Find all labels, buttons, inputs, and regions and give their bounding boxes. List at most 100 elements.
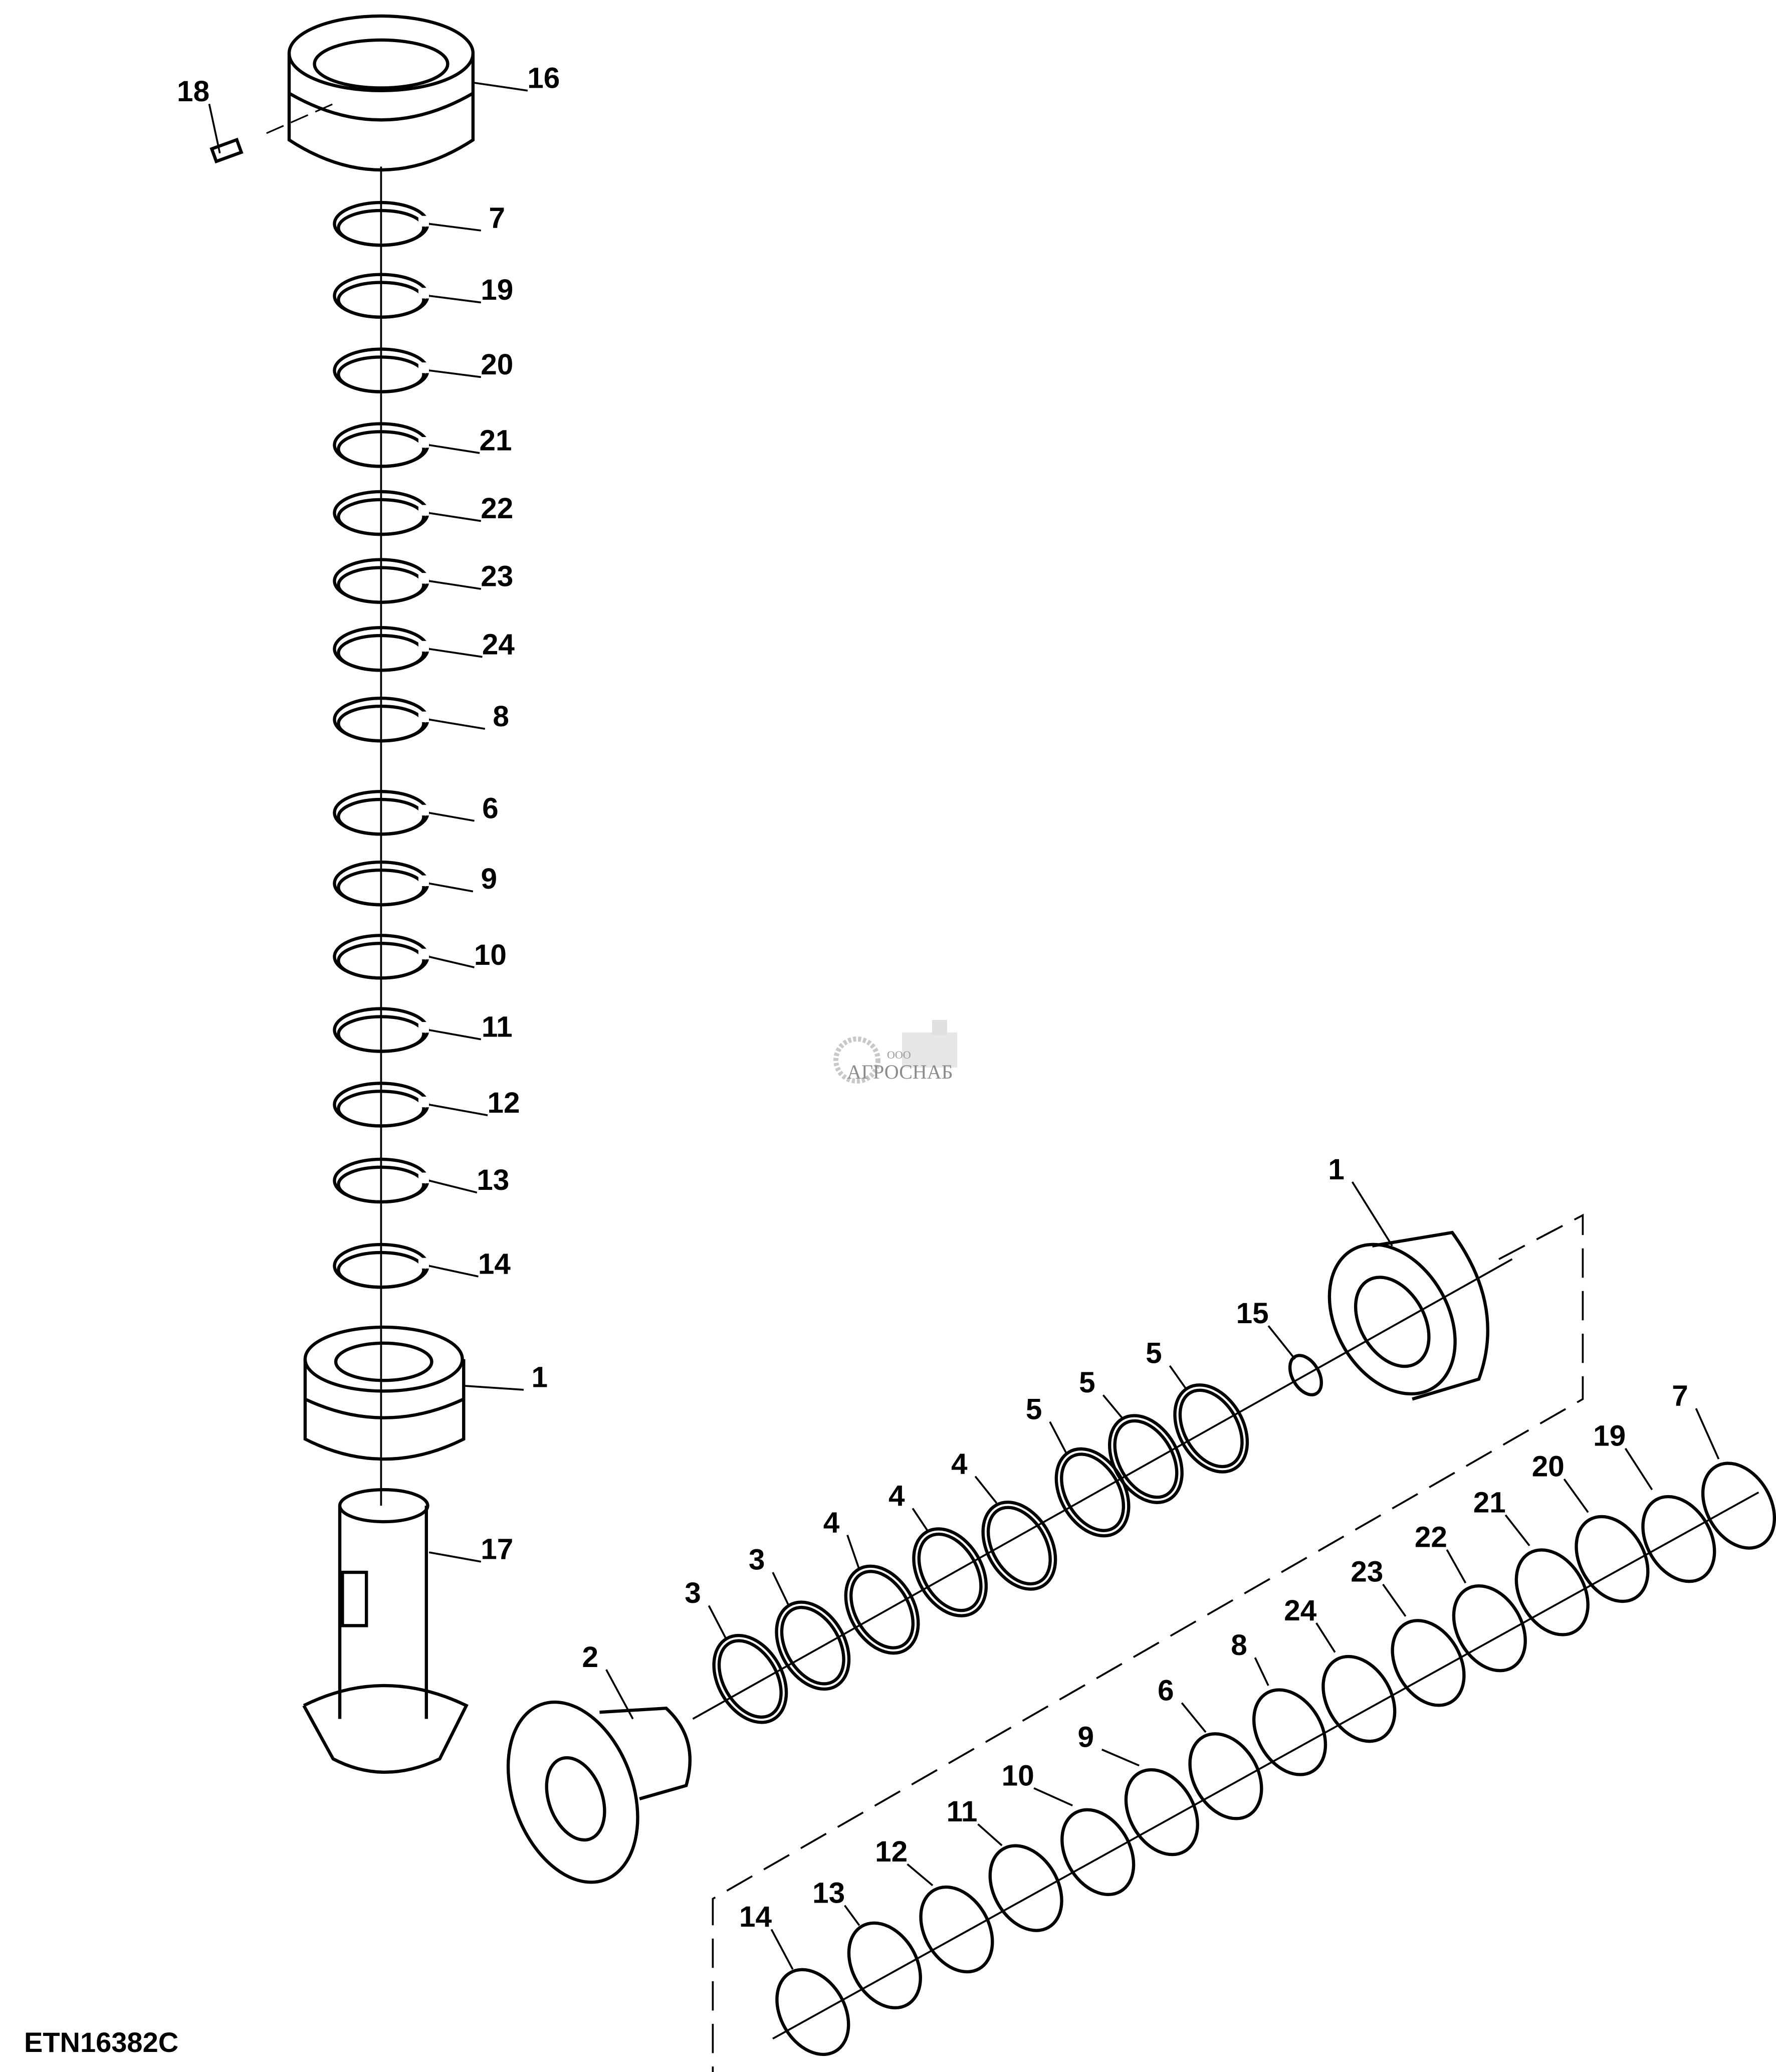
snap-ring — [333, 860, 429, 907]
leader-line — [1101, 1748, 1140, 1767]
leader-line — [428, 1029, 482, 1041]
vertical-callout: 17 — [481, 1533, 513, 1565]
leader-line — [428, 223, 482, 232]
leader-line — [428, 956, 475, 968]
snap-ring — [988, 1844, 1063, 1932]
vertical-callout: 1 — [532, 1361, 548, 1394]
leader-line — [844, 1905, 860, 1926]
lower-callout: 22 — [1415, 1521, 1447, 1554]
vertical-callout: 14 — [478, 1248, 511, 1281]
leader-line — [1382, 1583, 1407, 1617]
snap-ring — [1452, 1584, 1527, 1673]
upper-callout: 5 — [1079, 1366, 1095, 1399]
leader-lines — [208, 81, 1720, 1970]
leader-line — [428, 811, 475, 822]
vertical-callout: 16 — [527, 62, 560, 94]
vertical-callout: 9 — [481, 863, 498, 895]
snap-ring — [333, 273, 429, 319]
snap-ring — [775, 1968, 850, 2056]
lower-callout: 8 — [1231, 1629, 1247, 1662]
leader-line — [605, 1669, 634, 1720]
upper-callout: 4 — [951, 1447, 968, 1480]
snap-ring — [333, 1242, 429, 1289]
leader-line — [977, 1823, 1003, 1846]
vertical-callout: 24 — [482, 628, 515, 661]
snap-ring — [1124, 1768, 1199, 1856]
upper-callout: 3 — [685, 1577, 701, 1609]
pin-18 — [209, 137, 244, 164]
snap-ring — [333, 200, 429, 247]
leader-line — [1315, 1622, 1336, 1653]
snap-ring — [847, 1921, 922, 2010]
vertical-callout: 22 — [481, 492, 513, 525]
leader-line — [1624, 1447, 1653, 1491]
lower-callout: 21 — [1473, 1486, 1506, 1519]
figure-id: ETN16382C — [24, 2026, 179, 2058]
pinion-shaft-17 — [302, 1488, 469, 1774]
snap-ring — [919, 1885, 994, 1974]
upper-callout: 2 — [582, 1641, 599, 1674]
lower-callout: 24 — [1284, 1594, 1317, 1627]
assembly-centerlines — [266, 103, 1759, 2072]
shim-ring — [1054, 1447, 1131, 1538]
svg-text:АГРОСНАБ: АГРОСНАБ — [847, 1061, 953, 1083]
shim-ring — [775, 1600, 851, 1691]
leader-line — [208, 103, 221, 154]
leader-line — [1267, 1325, 1296, 1360]
leader-line — [1254, 1657, 1269, 1686]
leader-line — [1033, 1787, 1073, 1806]
shim-ring — [844, 1564, 920, 1655]
bearing-1 — [303, 1325, 466, 1461]
leader-line — [1049, 1421, 1067, 1453]
leader-line — [1102, 1394, 1124, 1420]
snap-ring — [333, 1082, 429, 1128]
snap-ring — [1575, 1515, 1650, 1603]
leader-line — [907, 1863, 934, 1887]
lower-callout: 6 — [1158, 1674, 1174, 1707]
vertical-callout: 13 — [477, 1164, 509, 1196]
leader-line — [428, 718, 486, 730]
leader-line — [428, 648, 483, 658]
leader-line — [428, 1265, 479, 1278]
leader-line — [772, 1572, 790, 1606]
shim-ring — [912, 1527, 988, 1617]
leader-line — [1446, 1549, 1467, 1584]
leader-line — [428, 1104, 488, 1117]
vertical-callout: 6 — [482, 792, 499, 824]
vertical-callout: 20 — [481, 348, 513, 381]
snap-ring — [333, 558, 429, 604]
leader-line — [428, 512, 482, 522]
upper-callout: 5 — [1026, 1393, 1042, 1425]
parts — [209, 14, 1776, 2056]
vertical-callout: 23 — [481, 560, 513, 593]
lower-callout: 19 — [1593, 1419, 1626, 1452]
leader-line — [708, 1605, 727, 1639]
shim-ring — [981, 1501, 1057, 1591]
upper-callout: 1 — [1328, 1153, 1345, 1186]
vertical-callout: 19 — [481, 274, 513, 306]
snap-ring — [1060, 1808, 1136, 1897]
bearing-cup-16 — [287, 14, 475, 172]
leader-line — [1563, 1478, 1589, 1513]
snap-ring — [333, 1157, 429, 1204]
leader-line — [473, 81, 528, 92]
lower-callout: 12 — [875, 1835, 908, 1868]
snap-ring — [333, 490, 429, 536]
leader-line — [428, 444, 480, 454]
vertical-callout: 7 — [489, 202, 505, 235]
vertical-callout: 21 — [480, 425, 512, 457]
vertical-callout: 18 — [177, 75, 209, 108]
leader-line — [1504, 1514, 1530, 1547]
lower-callout: 13 — [812, 1877, 845, 1909]
snap-ring — [333, 626, 429, 672]
lower-callout: 7 — [1672, 1380, 1688, 1412]
snap-ring — [1641, 1495, 1716, 1583]
snap-ring — [333, 422, 429, 468]
snap-ring — [333, 696, 429, 743]
leader-line — [464, 1385, 524, 1391]
lower-callout: 20 — [1532, 1451, 1565, 1483]
leader-line — [1351, 1181, 1393, 1247]
vertical-callout: 12 — [487, 1087, 520, 1119]
